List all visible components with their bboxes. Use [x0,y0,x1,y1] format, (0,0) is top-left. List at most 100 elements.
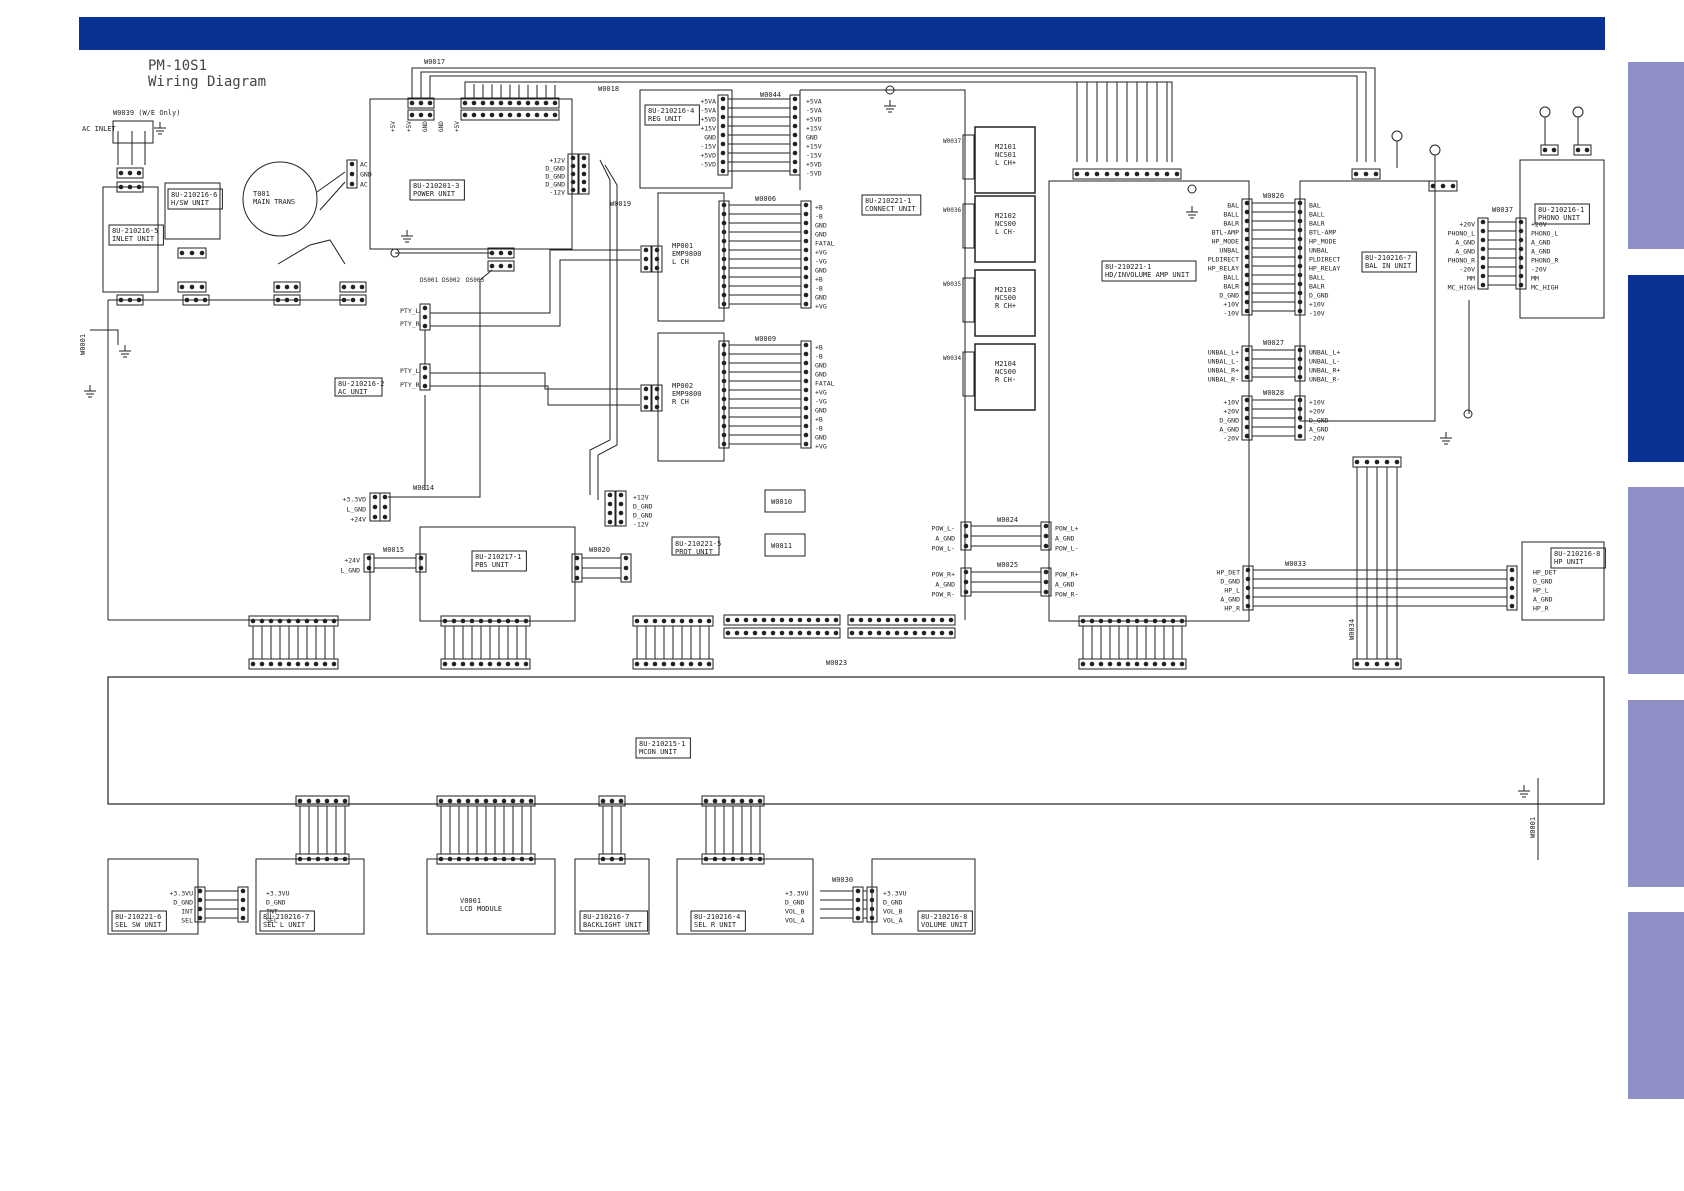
side-tab-5[interactable] [1628,912,1684,1099]
relay-1-border [974,126,1036,194]
wire-w0037-label: W0037 [1492,206,1513,214]
wire-w0022-a-pin [514,618,520,624]
wire-w0032-a-pin [643,618,649,624]
wire-w0031-a-pin [1134,618,1140,624]
connect-pin-label: +5VD [806,161,822,169]
spk-pin-label: POW_R- [1055,591,1078,599]
wire-w0031-a-pin [1098,618,1104,624]
wire-lcd-b-pin [492,856,498,862]
wire-w0044-a-pin [720,159,726,165]
wire-w0009-b-pin [803,396,809,402]
balin-unit-border [1299,180,1436,422]
wire-w0033-a-pin [1245,603,1251,609]
wire-w0022-a-pin [460,618,466,624]
wire-w0032-b-pin [661,661,667,667]
power-pin-label: GND [422,121,429,132]
hp-left-pin: A_GND [1220,596,1240,604]
sel-sw-pin: +3.3VU [170,890,194,898]
trans-conn-pin [349,181,355,187]
power-conn-2-pin [525,100,531,106]
wire-w0032-b-pin [643,661,649,667]
phono-right-pin: A_GND [1531,239,1551,247]
pow-left-pin: D_GND [1219,417,1239,425]
wire-lcd-b-pin [528,856,534,862]
spk-pin-label: POW_L- [932,525,955,533]
wire-w0009-b-pin [803,351,809,357]
wire-lcd-a-pin [519,798,525,804]
wire-w0009-b-pin [803,441,809,447]
ac-inlet-bracket [112,120,154,144]
w23-conn-b2 [847,627,956,639]
w23-conn-a-pin [743,617,749,623]
wire-w0026-a-pin [1244,263,1250,269]
w23-conn-b-pin [948,617,954,623]
wire-w0028-b-pin [1297,433,1303,439]
amp1-out-conn-pin [643,265,649,271]
amp1-out-conn-pin [643,256,649,262]
power-conn-2b-pin [543,112,549,118]
wire-w0009-a-pin [721,405,727,411]
phono-right-pin: -20V [1531,266,1547,274]
spk-pin-label: POW_L- [932,545,955,553]
wire-w0017-label: W0017 [424,58,445,66]
power-conn-4b [487,260,515,272]
trans-pin-label: AC [360,181,368,189]
wire-w0032-b-pin [652,661,658,667]
sel-sw-pin: D_GND [173,899,193,907]
pow-right-pin: A_GND [1309,426,1329,434]
w23-conn-b-pin [858,617,864,623]
wire-w0021-b-pin [277,661,283,667]
wire-w0036-a [295,795,350,807]
wire-w0033-a-pin [1245,576,1251,582]
wire-w0031-b [1078,658,1187,670]
hp-right-pin: BALR [1309,283,1325,291]
amp2-out-conn-b-pin [654,404,660,410]
wire-w0036-b-pin [342,856,348,862]
wire-w0022-b-pin [451,661,457,667]
w15-conn-b-pin [418,565,424,571]
wire-w0037b-b-pin [703,856,709,862]
w24-conn-b-pin [1043,543,1049,549]
wire-w0044-b-pin [792,150,798,156]
hwsw-conn-b [177,281,207,293]
wire-w0036-a-pin [315,798,321,804]
wire-w0044-b-pin [792,105,798,111]
hp-left-pin: BALR [1223,220,1239,228]
diagram-title: PM-10S1 Wiring Diagram [148,58,266,90]
side-tab-4[interactable] [1628,700,1684,887]
hp-left-pin: HP_R [1224,605,1240,613]
side-tab-1[interactable] [1628,62,1684,249]
power-conn-4-pin [507,250,513,256]
side-tab-3[interactable] [1628,487,1684,674]
wire-w0027-a [1241,345,1253,382]
wire-w0006-a-pin [721,283,727,289]
power-pin-label: +12V [549,157,565,165]
relay-3-border [974,269,1036,337]
wire-w0006-b-pin [803,220,809,226]
reg-pin-label: +15V [700,125,716,133]
wire-lcd-a-pin [483,798,489,804]
connect-pin-label: +5VA [806,98,822,106]
power-conn-2b [460,109,560,121]
amp2-out-conn-b-pin [654,395,660,401]
side-tab-2[interactable] [1628,275,1684,462]
wire-w0021-b-pin [331,661,337,667]
power-conn-3b [578,153,590,195]
wire-w0036-a-pin [297,798,303,804]
wire-w0031-a [1078,615,1187,627]
amp1-pin-label: +B [815,204,823,212]
spk-pin-label: POW_R+ [932,571,956,579]
wire-w0006-b-pin [803,256,809,262]
wire-w0031-b-pin [1143,661,1149,667]
connect-unit-box [861,194,922,216]
hp-gnd-screw [1187,184,1197,194]
wire-w0034-a-pin [1374,459,1380,465]
w24-conn-a-pin [963,533,969,539]
hwsw-conn-pin [189,250,195,256]
wire-lcd-a-pin [465,798,471,804]
sel-l-pin: +3.3VU [266,890,290,898]
relay-wire-label: W0036 [943,207,961,214]
